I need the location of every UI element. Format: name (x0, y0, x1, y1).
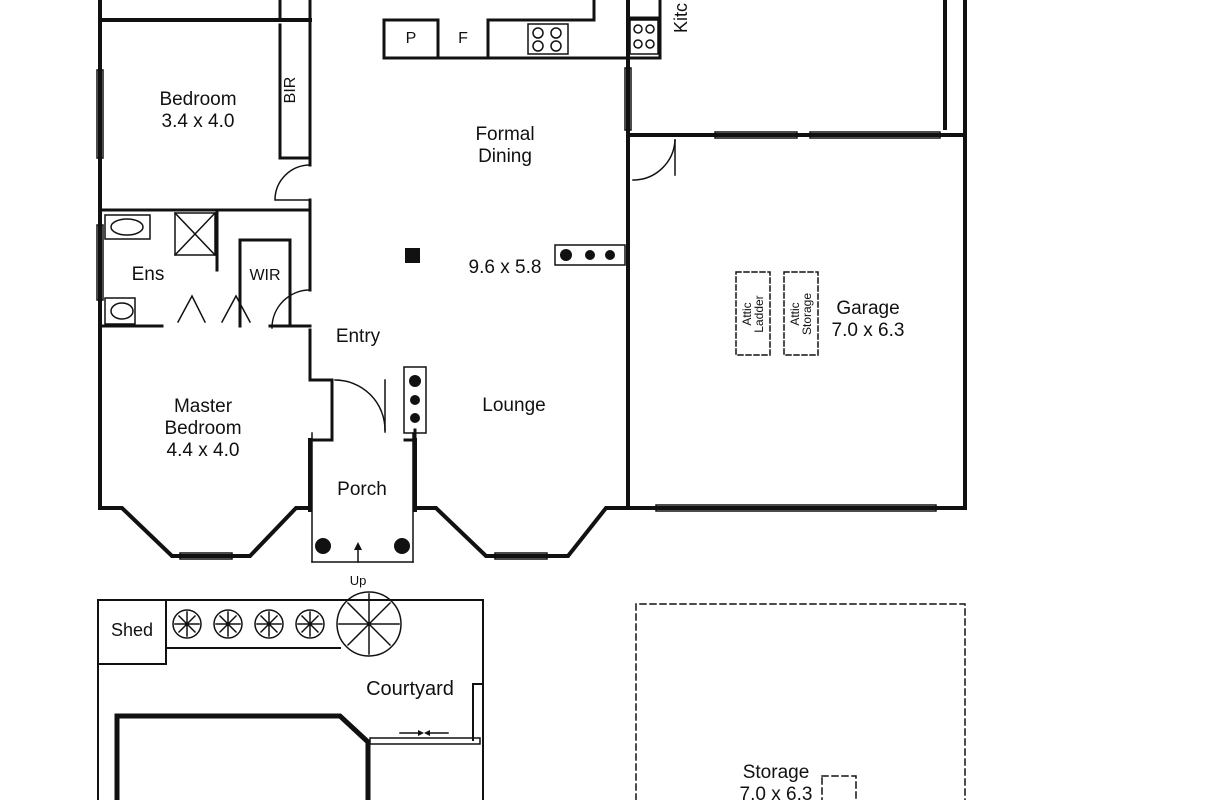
ensuite-fixtures (104, 211, 217, 325)
door-swings (176, 139, 676, 433)
courtyard-label: Courtyard (366, 678, 454, 700)
kitchen-label: Kitc (671, 3, 691, 34)
shed-label: Shed (110, 620, 154, 640)
bir-label: BIR (282, 76, 299, 104)
wir-label: WIR (249, 267, 281, 284)
attic-hatches (735, 271, 819, 356)
porch-label: Porch (337, 479, 387, 500)
storage-label: Storage 7.0 x 6.3 (739, 762, 813, 805)
ens-label: Ens (131, 264, 165, 285)
outer-walls (98, 0, 967, 558)
master-bedroom-label: Master Bedroom 4.4 x 4.0 (164, 396, 242, 461)
interior-walls (98, 0, 662, 442)
up-label: Up (349, 573, 367, 588)
bedroom-label: Bedroom 3.4 x 4.0 (159, 89, 237, 132)
windows (96, 67, 941, 745)
lounge-label: Lounge (482, 395, 546, 416)
storage-outline (635, 603, 966, 800)
attic-ladder-label: Attic Ladder (740, 295, 766, 333)
pool-outline (114, 713, 371, 800)
fridge-label: F (458, 30, 468, 47)
pantry-label: P (405, 30, 417, 47)
garage-label: Garage 7.0 x 6.3 (831, 298, 905, 341)
living-size-label: 9.6 x 5.8 (468, 257, 542, 278)
fireplace (403, 244, 626, 434)
attic-storage-label: Attic Storage (788, 292, 814, 336)
shrubs (172, 591, 402, 657)
formal-dining-label: Formal Dining (475, 124, 535, 167)
porch (311, 432, 414, 563)
yard (97, 599, 484, 800)
entry-label: Entry (335, 326, 381, 347)
cooktops (527, 19, 659, 55)
